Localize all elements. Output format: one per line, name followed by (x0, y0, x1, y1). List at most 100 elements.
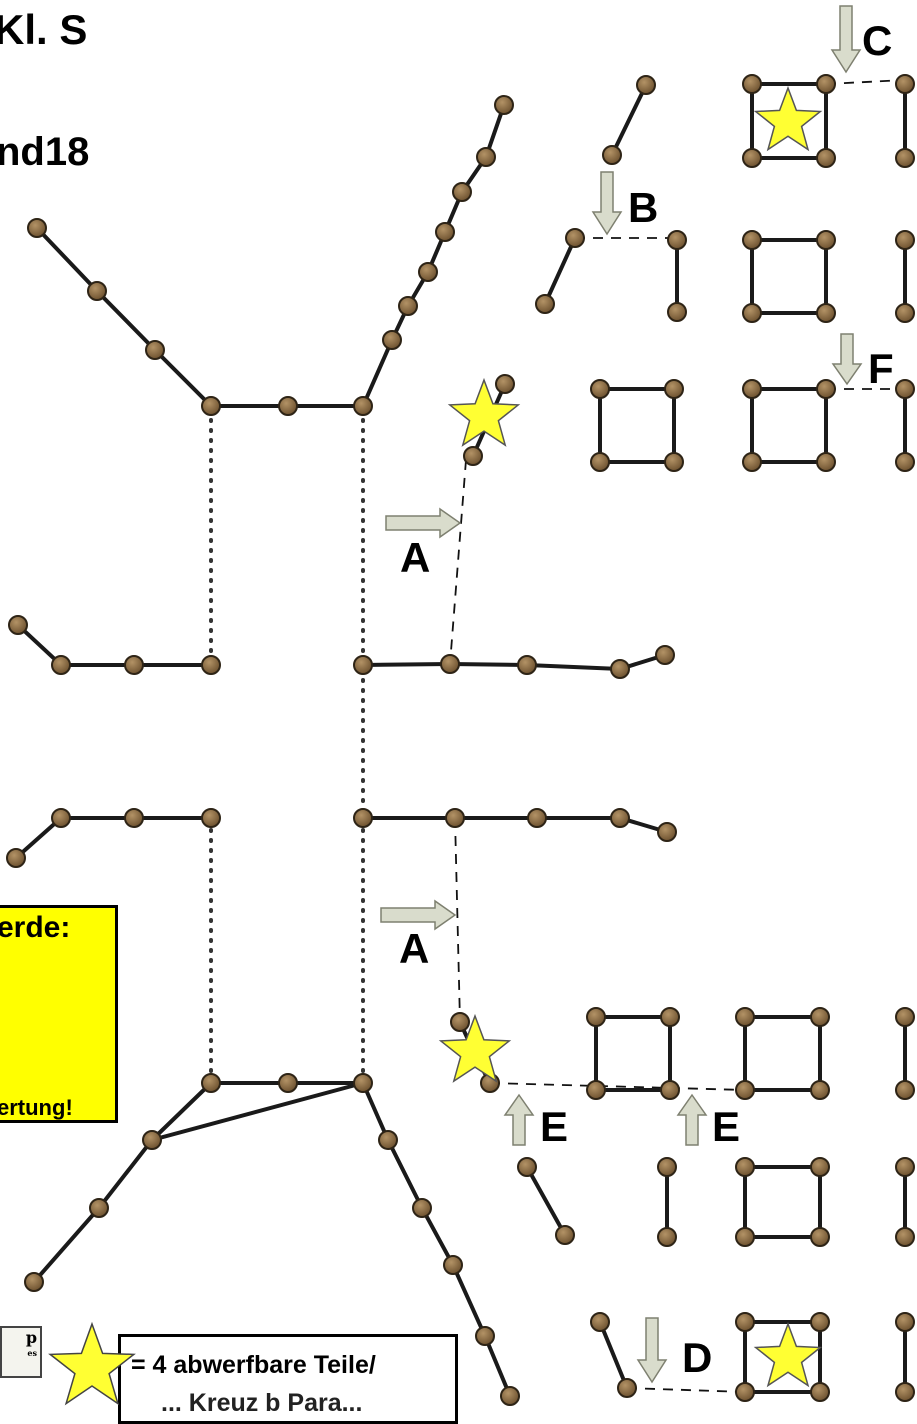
arrow-A-bottom-icon (380, 899, 457, 931)
node (895, 1157, 915, 1177)
node (816, 303, 836, 323)
node (590, 379, 610, 399)
stub-B-left (543, 236, 577, 306)
top-left-arm (35, 226, 365, 408)
node (51, 655, 71, 675)
node (24, 1272, 44, 1292)
node (742, 452, 762, 472)
node (353, 655, 373, 675)
label-A-top: A (400, 534, 430, 581)
node (895, 148, 915, 168)
node (201, 655, 221, 675)
node (816, 74, 836, 94)
arrow-F-icon (831, 333, 863, 386)
legend-line1: = 4 abwerfbare Teile/ (131, 1351, 376, 1379)
lower-left-beam (14, 816, 213, 860)
node (742, 74, 762, 94)
node (142, 1130, 162, 1150)
node (895, 379, 915, 399)
node (816, 379, 836, 399)
arrow-A-top-icon (385, 507, 462, 539)
node (500, 1386, 520, 1406)
node (353, 1073, 373, 1093)
node (617, 1378, 637, 1398)
page-subtitle: nd18 (0, 130, 90, 174)
node (443, 1255, 463, 1275)
star-icon (48, 1321, 136, 1406)
node (476, 147, 496, 167)
connector-D (626, 1387, 746, 1393)
node (657, 1157, 677, 1177)
label-F: F (868, 345, 894, 392)
node (450, 1012, 470, 1032)
node (353, 808, 373, 828)
node (810, 1227, 830, 1247)
star-icon (438, 1013, 512, 1083)
node (517, 655, 537, 675)
stub-D (598, 1320, 629, 1390)
node (201, 808, 221, 828)
stamp-subtext: es (27, 1348, 37, 1358)
node (735, 1157, 755, 1177)
node (816, 230, 836, 250)
arrow-E-right-icon (676, 1093, 708, 1146)
node (895, 74, 915, 94)
info-box-line1: erde: (0, 911, 71, 944)
node (527, 808, 547, 828)
node (8, 615, 28, 635)
arrow-C-icon (830, 5, 862, 74)
square-row2-a (750, 238, 828, 315)
stub-bottom-left (525, 1165, 567, 1237)
node (742, 379, 762, 399)
node (816, 148, 836, 168)
dotted-struts (209, 418, 365, 1077)
node (445, 808, 465, 828)
node (657, 1227, 677, 1247)
node (610, 659, 630, 679)
node (667, 230, 687, 250)
node (278, 396, 298, 416)
arrows (380, 5, 863, 1384)
label-A-bottom: A (399, 925, 429, 972)
node (27, 218, 47, 238)
node (495, 374, 515, 394)
node (895, 1382, 915, 1402)
square-row3-a (598, 387, 676, 464)
bottom-left-arm (32, 1081, 364, 1284)
node (440, 654, 460, 674)
node (810, 1007, 830, 1027)
arrow-E-left-icon (503, 1093, 535, 1146)
label-D: D (682, 1334, 712, 1381)
node (145, 340, 165, 360)
node (378, 1130, 398, 1150)
stars (438, 85, 823, 1388)
star-icon (447, 377, 521, 447)
node (664, 379, 684, 399)
star-icon (753, 1321, 823, 1388)
node (895, 1227, 915, 1247)
node (6, 848, 26, 868)
node (452, 182, 472, 202)
node (895, 303, 915, 323)
node (87, 281, 107, 301)
bottom-left-arm-inner (150, 1081, 213, 1142)
arrow-D-icon (636, 1317, 668, 1384)
node (555, 1225, 575, 1245)
node (667, 302, 687, 322)
star-icon (753, 85, 823, 152)
node (278, 1073, 298, 1093)
label-C: C (862, 17, 892, 64)
nodes (6, 74, 915, 1406)
node (742, 148, 762, 168)
node (51, 808, 71, 828)
solid-edges (14, 82, 907, 1398)
node (602, 145, 622, 165)
legend-line2: ... Kreuz b Para... (161, 1389, 363, 1417)
node (895, 230, 915, 250)
node (475, 1326, 495, 1346)
node (735, 1382, 755, 1402)
node (636, 75, 656, 95)
node (590, 1312, 610, 1332)
info-box-line2: ertung! (0, 1095, 73, 1120)
